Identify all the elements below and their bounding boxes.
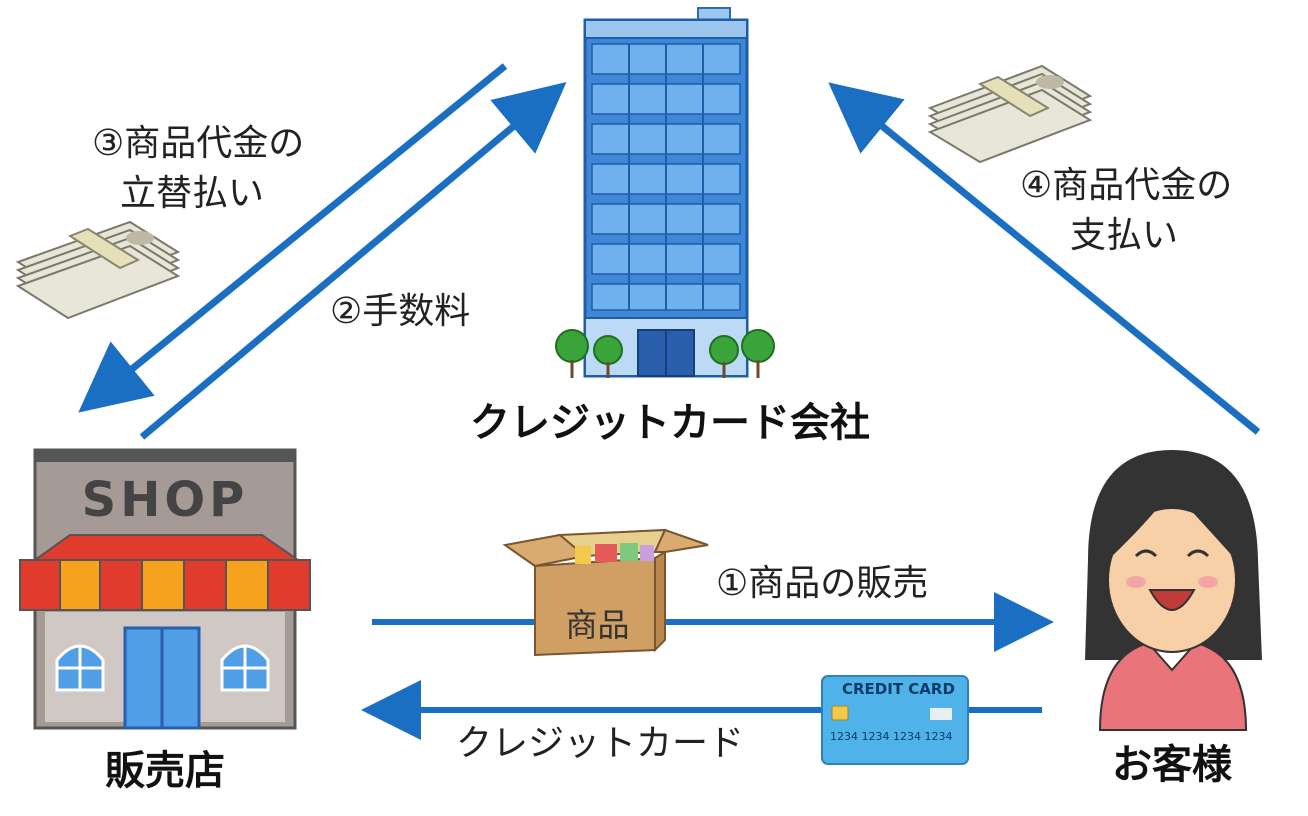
shop-building-icon [18, 448, 312, 730]
credit-card-icon [821, 675, 969, 765]
step4-label-line1: ④商品代金の [1020, 165, 1233, 206]
step2-label: ②手数料 [330, 291, 471, 332]
step4-label-line2: 支払い [1070, 215, 1179, 256]
step3-label-line1: ③商品代金の [92, 123, 305, 164]
cardboard-box-icon [502, 528, 709, 657]
money-stack-right-icon [927, 64, 1093, 164]
arrow-step4-customer-to-company [828, 82, 1261, 435]
box-label: 商品 [565, 606, 630, 644]
card-return-label: クレジットカード [456, 723, 745, 764]
step3-label-line2: 立替払い [120, 173, 265, 214]
company-building-icon [555, 7, 775, 378]
shop-label: 販売店 [105, 748, 225, 794]
card-number-text: 1234 1234 1234 1234 [830, 730, 953, 743]
money-stack-left-icon [15, 220, 181, 320]
customer-person-icon [1085, 450, 1262, 731]
shop-sign-text: SHOP [81, 472, 249, 528]
arrow-step3-company-to-shop [78, 63, 508, 413]
card-title-text: CREDIT CARD [842, 680, 955, 698]
step1-label: ①商品の販売 [716, 563, 929, 604]
customer-label: お客様 [1112, 742, 1232, 788]
arrow-step2-shop-to-company [139, 82, 567, 440]
company-label: クレジットカード会社 [470, 400, 870, 446]
